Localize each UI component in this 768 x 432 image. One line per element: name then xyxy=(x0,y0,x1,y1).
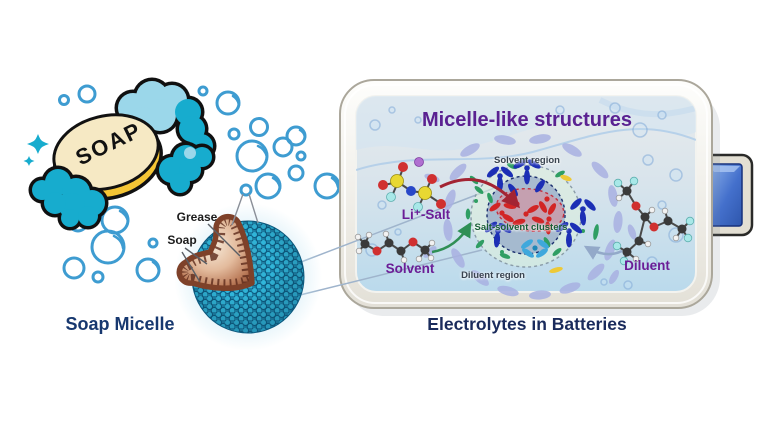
diluent-ellipses xyxy=(423,134,637,300)
li-ion xyxy=(414,157,424,167)
arrows xyxy=(431,178,623,260)
micelle-bubble-callout xyxy=(231,193,259,226)
solvent-arrow xyxy=(431,221,472,254)
foam-bottom-left xyxy=(28,165,109,231)
molecule-li-salt xyxy=(378,157,446,212)
foam-right xyxy=(155,141,216,197)
label-pointers xyxy=(181,223,241,283)
micelle-cutaway xyxy=(176,213,255,291)
connector-lines xyxy=(295,186,498,297)
soap-micelle-illustration xyxy=(174,193,322,351)
soap-illustration xyxy=(23,77,217,231)
molecule-diluent xyxy=(612,176,695,266)
salt-red-flowers xyxy=(489,196,557,235)
molecule-solvent xyxy=(354,230,436,264)
yellow-ellipses xyxy=(549,174,572,274)
cyan-flower xyxy=(521,239,549,258)
salt-arrow xyxy=(439,178,521,209)
diluent-arrow xyxy=(583,245,623,260)
sparkle-icon xyxy=(23,134,49,166)
